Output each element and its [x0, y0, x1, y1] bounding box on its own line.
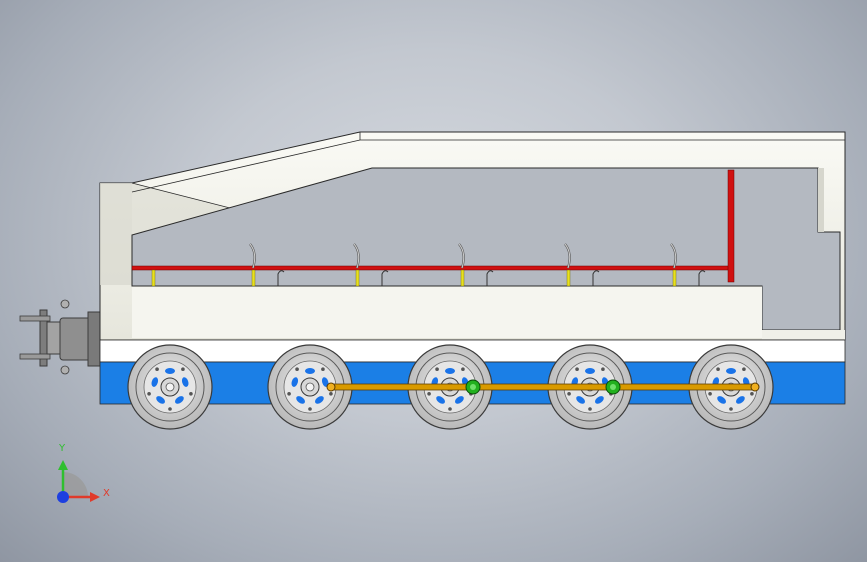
- link-rod[interactable]: [326, 379, 760, 395]
- wheel-slot: [181, 377, 189, 387]
- wheel-1[interactable]: [127, 344, 213, 430]
- wheel-slot: [314, 396, 324, 404]
- wheel-slot: [291, 377, 299, 387]
- wheel-slot: [445, 368, 455, 374]
- wheel-slot: [305, 368, 315, 374]
- wheel-slot: [454, 396, 464, 404]
- wheel-slot: [165, 368, 175, 374]
- hook-row: [151, 243, 706, 287]
- x-axis-label: X: [103, 488, 110, 499]
- wheel-slot: [436, 396, 446, 404]
- wheel-slot: [174, 396, 184, 404]
- joint-pin-2[interactable]: [605, 379, 621, 395]
- y-axis-label: Y: [59, 443, 66, 454]
- hook-3: [458, 243, 494, 287]
- red-rail[interactable]: [131, 169, 735, 283]
- wheel-slot: [296, 396, 306, 404]
- hook-2: [353, 243, 389, 287]
- wheel-2[interactable]: [267, 344, 353, 430]
- car-body[interactable]: [99, 131, 846, 341]
- wheel-slot: [585, 368, 595, 374]
- front-post: [151, 269, 156, 287]
- z-axis-dot: [57, 491, 69, 503]
- hook-1: [249, 243, 285, 287]
- wheel-slot: [156, 396, 166, 404]
- wheel-slot: [576, 396, 586, 404]
- front-coupler[interactable]: [19, 299, 101, 375]
- hook-5: [670, 243, 706, 287]
- wheel-slot: [735, 396, 745, 404]
- hook-4: [564, 243, 600, 287]
- wheel-slot: [321, 377, 329, 387]
- wheel-slot: [151, 377, 159, 387]
- wheel-slot: [594, 396, 604, 404]
- wheel-slot: [726, 368, 736, 374]
- wheel-slot: [717, 396, 727, 404]
- joint-pin-1[interactable]: [465, 379, 481, 395]
